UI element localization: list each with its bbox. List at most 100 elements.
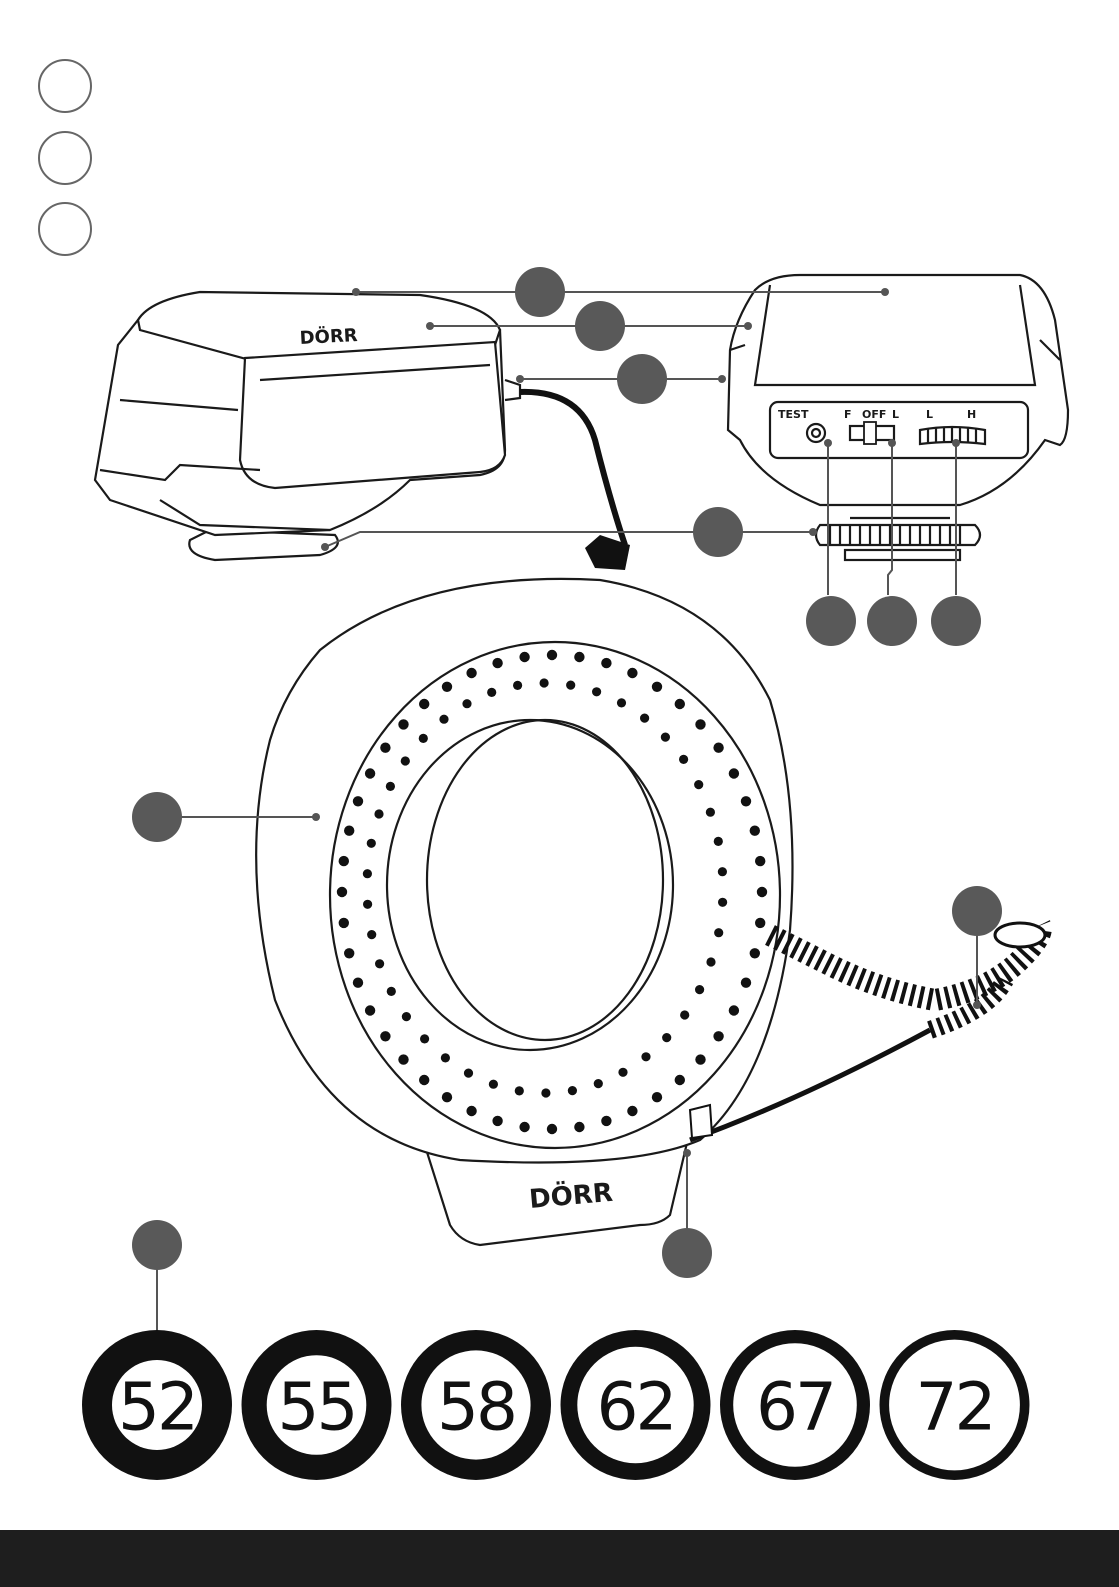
led-dot <box>489 1080 498 1089</box>
led-dot <box>729 1005 739 1015</box>
led-dot <box>601 658 611 668</box>
adapter-ring-72: 72 <box>880 1330 1030 1480</box>
led-dot <box>694 780 703 789</box>
led-dot <box>661 733 670 742</box>
led-dot <box>755 918 765 928</box>
led-dot <box>755 856 765 866</box>
led-dot <box>547 650 557 660</box>
led-dot <box>398 719 408 729</box>
led-dot <box>344 948 354 958</box>
led-dot <box>402 1012 411 1021</box>
led-dot <box>695 719 705 729</box>
led-dot <box>439 715 448 724</box>
led-dot <box>627 1106 637 1116</box>
power-high-label: H <box>967 408 976 421</box>
flash-unit-rear-view: TEST F OFF L L H <box>728 275 1068 560</box>
led-dot <box>363 900 372 909</box>
led-dot <box>574 652 584 662</box>
led-dot <box>398 1054 408 1064</box>
led-dot <box>617 698 626 707</box>
led-dot <box>675 1075 685 1085</box>
adapter-ring-size-label: 67 <box>756 1369 834 1446</box>
led-dot <box>401 756 410 765</box>
led-dot <box>515 1086 524 1095</box>
adapter-ring-size-label: 55 <box>278 1369 356 1446</box>
led-dot <box>662 1033 671 1042</box>
led-dot <box>387 987 396 996</box>
led-dot <box>714 837 723 846</box>
led-dot <box>695 985 704 994</box>
led-dot <box>519 652 529 662</box>
callout-marker-4 <box>693 507 743 557</box>
led-dot <box>462 699 471 708</box>
callout-marker-adapter <box>132 1220 182 1270</box>
led-dot <box>464 1069 473 1078</box>
led-dot <box>353 978 363 988</box>
led-dot <box>365 1005 375 1015</box>
flash-unit-side-view: DÖRR <box>95 292 520 560</box>
led-dot <box>718 867 727 876</box>
led-dot <box>750 826 760 836</box>
led-dot <box>680 1010 689 1019</box>
led-dot <box>466 668 476 678</box>
led-dot <box>363 869 372 878</box>
led-dot <box>729 768 739 778</box>
callout-marker-3 <box>617 354 667 404</box>
led-dot <box>540 678 549 687</box>
led-dot <box>547 1124 557 1134</box>
led-dot <box>492 1116 502 1126</box>
led-dot <box>741 978 751 988</box>
test-label: TEST <box>778 408 809 421</box>
led-dot <box>713 1031 723 1041</box>
led-dot <box>339 918 349 928</box>
led-dot <box>487 688 496 697</box>
adapter-rings: 52 55 58 62 67 72 <box>82 1330 1030 1480</box>
callout-marker-housing <box>132 792 182 842</box>
led-dot <box>640 714 649 723</box>
adapter-ring-62: 62 <box>561 1330 711 1480</box>
language-circle-3 <box>39 203 91 255</box>
led-dot <box>652 682 662 692</box>
callout-marker-test <box>806 596 856 646</box>
led-dot <box>367 930 376 939</box>
led-dot <box>594 1079 603 1088</box>
led-dot <box>344 826 354 836</box>
adapter-ring-58: 58 <box>401 1330 551 1480</box>
callout-marker-2 <box>575 301 625 351</box>
language-circle-2 <box>39 132 91 184</box>
led-dot <box>714 928 723 937</box>
footer-bar <box>0 1530 1119 1587</box>
led-dot <box>568 1086 577 1095</box>
led-dot <box>353 796 363 806</box>
mode-l-label: L <box>892 408 899 421</box>
led-dot <box>641 1052 650 1061</box>
led-dot <box>541 1088 550 1097</box>
led-dot <box>741 796 751 806</box>
led-dot <box>420 1034 429 1043</box>
led-dot <box>374 809 383 818</box>
adapter-ring-size-label: 58 <box>437 1369 515 1446</box>
led-dot <box>337 887 347 897</box>
adapter-ring-size-label: 62 <box>597 1369 675 1446</box>
led-dot <box>419 699 429 709</box>
led-dot <box>367 839 376 848</box>
led-dot <box>566 681 575 690</box>
callout-marker-1 <box>515 267 565 317</box>
led-dot <box>695 1054 705 1064</box>
led-dot <box>365 768 375 778</box>
led-dot <box>519 1122 529 1132</box>
callout-marker-power <box>931 596 981 646</box>
led-dot <box>706 957 715 966</box>
adapter-ring-52: 52 <box>82 1330 232 1480</box>
led-dot <box>718 898 727 907</box>
led-dot <box>675 699 685 709</box>
led-dot <box>652 1092 662 1102</box>
adapter-ring-67: 67 <box>720 1330 870 1480</box>
mode-off-label: OFF <box>862 408 886 421</box>
led-dot <box>627 668 637 678</box>
led-dot <box>574 1122 584 1132</box>
adapter-ring-size-label: 52 <box>118 1369 196 1446</box>
flash-unit-brand-logo: DÖRR <box>299 324 358 349</box>
led-dot <box>679 755 688 764</box>
